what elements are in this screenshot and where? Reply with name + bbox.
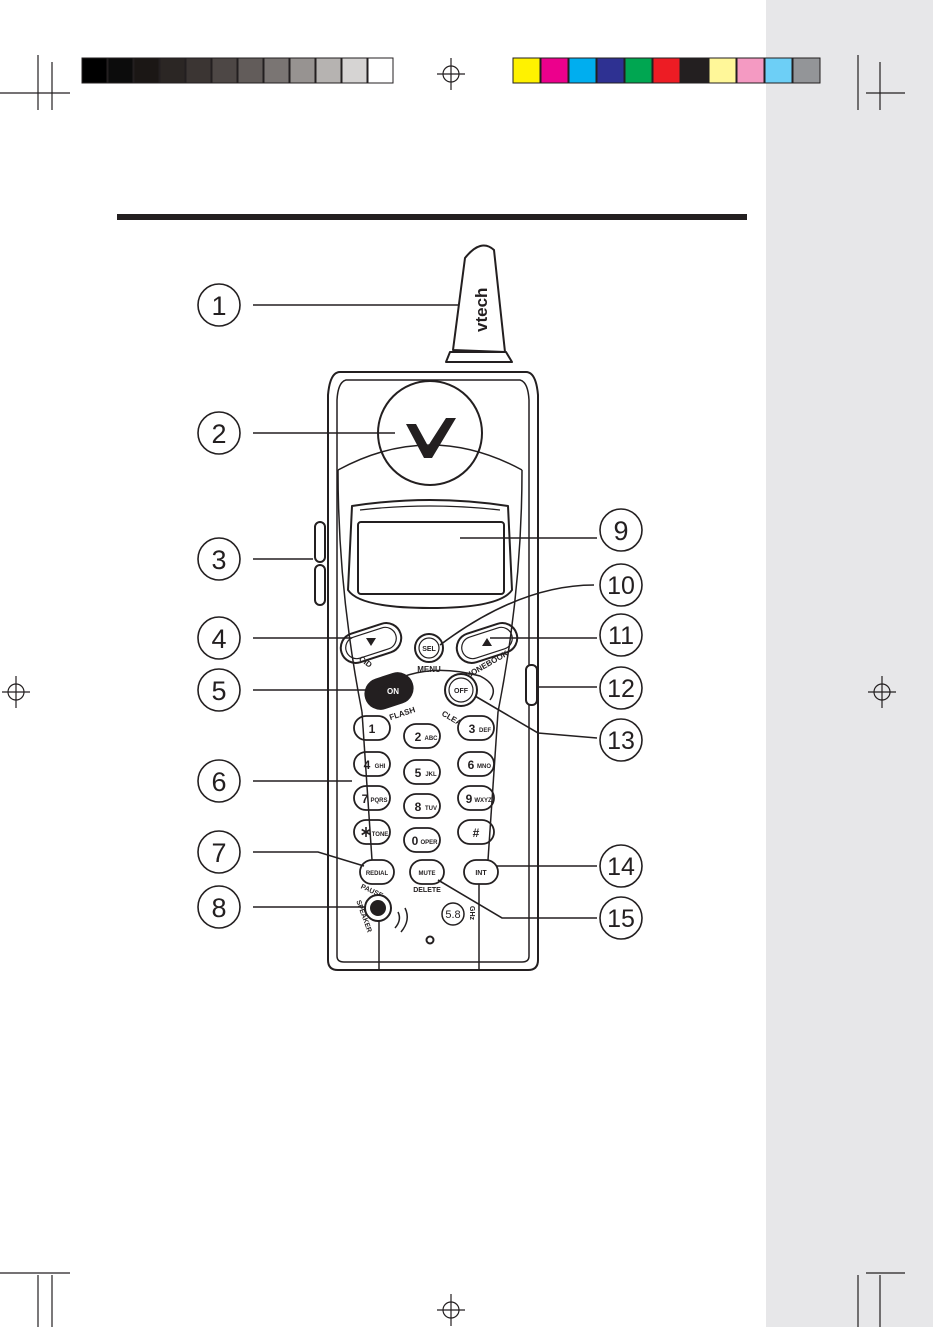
grayscale-registration-bar bbox=[82, 58, 393, 83]
callout-12: 12 bbox=[600, 667, 642, 709]
color-swatch-2 bbox=[569, 58, 596, 83]
svg-text:8: 8 bbox=[211, 893, 226, 923]
svg-text:11: 11 bbox=[608, 622, 634, 650]
gray-swatch-3 bbox=[160, 58, 185, 83]
callout-7: 7 bbox=[198, 831, 240, 873]
callout-11: 11 bbox=[600, 614, 642, 656]
callout-13: 13 bbox=[600, 719, 642, 761]
registration-target-top bbox=[437, 58, 465, 90]
gray-swatch-10 bbox=[342, 58, 367, 83]
antenna-brand-text: vtech bbox=[472, 288, 491, 332]
svg-text:TONE: TONE bbox=[372, 832, 389, 838]
svg-text:PQRS: PQRS bbox=[370, 798, 387, 804]
svg-text:14: 14 bbox=[607, 853, 635, 881]
svg-text:MUTE: MUTE bbox=[419, 871, 436, 877]
svg-text:JKL: JKL bbox=[425, 772, 437, 778]
svg-text:5: 5 bbox=[211, 676, 226, 706]
callout-10: 10 bbox=[600, 564, 642, 606]
svg-text:9: 9 bbox=[466, 792, 473, 806]
gray-swatch-6 bbox=[238, 58, 263, 83]
gray-swatch-8 bbox=[290, 58, 315, 83]
callout-15: 15 bbox=[600, 897, 642, 939]
gray-swatch-9 bbox=[316, 58, 341, 83]
antenna-collar bbox=[446, 352, 512, 362]
svg-text:0: 0 bbox=[412, 834, 419, 848]
svg-text:6: 6 bbox=[468, 758, 475, 772]
headset-jack-side bbox=[526, 665, 537, 705]
callout-9: 9 bbox=[600, 509, 642, 551]
svg-text:2: 2 bbox=[211, 419, 226, 449]
callout-1: 1 bbox=[198, 284, 240, 326]
svg-text:OPER: OPER bbox=[420, 840, 438, 846]
color-swatch-6 bbox=[681, 58, 708, 83]
header-rule bbox=[117, 214, 747, 220]
gray-swatch-2 bbox=[134, 58, 159, 83]
off-key-label: OFF bbox=[454, 688, 469, 695]
gray-swatch-4 bbox=[186, 58, 211, 83]
svg-text:12: 12 bbox=[607, 675, 635, 703]
gray-swatch-7 bbox=[264, 58, 289, 83]
registration-target-left bbox=[2, 676, 30, 708]
svg-text:ABC: ABC bbox=[425, 736, 439, 742]
color-swatch-3 bbox=[597, 58, 624, 83]
svg-text:3: 3 bbox=[211, 545, 226, 575]
color-swatch-8 bbox=[737, 58, 764, 83]
color-swatch-4 bbox=[625, 58, 652, 83]
svg-text:REDIAL: REDIAL bbox=[366, 871, 389, 877]
sel-key-label: SEL bbox=[422, 646, 436, 653]
gray-swatch-1 bbox=[108, 58, 133, 83]
color-swatch-10 bbox=[793, 58, 820, 83]
svg-text:7: 7 bbox=[211, 838, 226, 868]
svg-text:15: 15 bbox=[607, 905, 635, 933]
svg-text:4: 4 bbox=[211, 624, 226, 654]
volume-up-side-button[interactable] bbox=[315, 522, 325, 562]
callout-4: 4 bbox=[198, 617, 240, 659]
lcd-display bbox=[358, 522, 504, 594]
on-key-label: ON bbox=[387, 687, 399, 696]
svg-text:9: 9 bbox=[613, 516, 628, 546]
svg-text:8: 8 bbox=[415, 800, 422, 814]
svg-text:DEF: DEF bbox=[479, 728, 491, 734]
svg-text:5.8: 5.8 bbox=[445, 909, 460, 921]
callout-6: 6 bbox=[198, 760, 240, 802]
delete-label: DELETE bbox=[413, 887, 441, 894]
color-swatch-0 bbox=[513, 58, 540, 83]
color-swatch-1 bbox=[541, 58, 568, 83]
microphone-hole bbox=[427, 937, 434, 944]
svg-text:#: # bbox=[473, 826, 480, 840]
svg-text:10: 10 bbox=[607, 572, 635, 600]
svg-text:GHI: GHI bbox=[375, 764, 386, 770]
gray-swatch-0 bbox=[82, 58, 107, 83]
callout-2: 2 bbox=[198, 412, 240, 454]
svg-text:1: 1 bbox=[211, 291, 226, 321]
color-swatch-9 bbox=[765, 58, 792, 83]
callout-8: 8 bbox=[198, 886, 240, 928]
color-swatch-7 bbox=[709, 58, 736, 83]
registration-target-bottom bbox=[437, 1294, 465, 1326]
callout-3: 3 bbox=[198, 538, 240, 580]
gray-swatch-5 bbox=[212, 58, 237, 83]
svg-text:3: 3 bbox=[469, 722, 476, 736]
callout-14: 14 bbox=[600, 845, 642, 887]
svg-text:5: 5 bbox=[415, 766, 422, 780]
color-registration-bar bbox=[513, 58, 820, 83]
color-swatch-5 bbox=[653, 58, 680, 83]
svg-text:2: 2 bbox=[415, 730, 422, 744]
svg-text:MNO: MNO bbox=[477, 764, 491, 770]
callout-5: 5 bbox=[198, 669, 240, 711]
registration-target-right bbox=[868, 676, 896, 708]
svg-text:13: 13 bbox=[607, 727, 635, 755]
svg-text:1: 1 bbox=[369, 722, 376, 736]
svg-text:TUV: TUV bbox=[425, 806, 437, 812]
svg-text:WXYZ: WXYZ bbox=[474, 798, 492, 804]
gray-swatch-11 bbox=[368, 58, 393, 83]
svg-text:6: 6 bbox=[211, 767, 226, 797]
svg-text:INT: INT bbox=[475, 870, 487, 877]
svg-text:GHz: GHz bbox=[468, 906, 475, 921]
volume-down-side-button[interactable] bbox=[315, 565, 325, 605]
